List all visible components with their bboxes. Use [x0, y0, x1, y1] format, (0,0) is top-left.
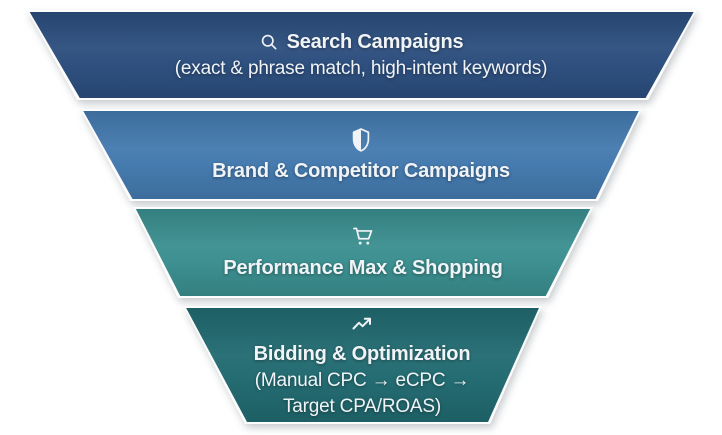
shopping-cart-icon — [350, 224, 376, 250]
tier-shape — [29, 12, 694, 98]
funnel-tier-bidding-optimization: Bidding & Optimization (Manual CPC → eCP… — [181, 306, 543, 424]
tier-shape — [83, 111, 639, 199]
tier-title: Bidding & Optimization — [253, 343, 471, 366]
tier-subtitle-line-1: (Manual CPC → eCPC → — [254, 370, 470, 392]
tier-subtitle: (exact & phrase match, high-intent keywo… — [174, 58, 548, 80]
tier-subtitle-line-2: Target CPA/ROAS) — [283, 395, 441, 417]
tier-content: Bidding & Optimization (Manual CPC → eCP… — [181, 306, 543, 424]
tier-title: Brand & Competitor Campaigns — [212, 159, 510, 182]
tier-content: Brand & Competitor Campaigns — [78, 109, 644, 201]
tier-content: Performance Max & Shopping — [131, 207, 595, 298]
tier-title: Performance Max & Shopping — [223, 257, 503, 279]
search-icon — [259, 32, 279, 52]
tier-shape — [135, 209, 591, 296]
tier-title: Search Campaigns — [286, 31, 464, 54]
shield-icon — [349, 127, 373, 153]
trending-up-icon — [349, 312, 375, 336]
funnel-tier-performance-max: Performance Max & Shopping — [131, 207, 595, 298]
tier-content: Search Campaigns (exact & phrase match, … — [24, 10, 698, 100]
funnel-tier-brand-competitor: Brand & Competitor Campaigns — [78, 109, 644, 201]
funnel-tier-search-campaigns: Search Campaigns (exact & phrase match, … — [24, 10, 698, 100]
